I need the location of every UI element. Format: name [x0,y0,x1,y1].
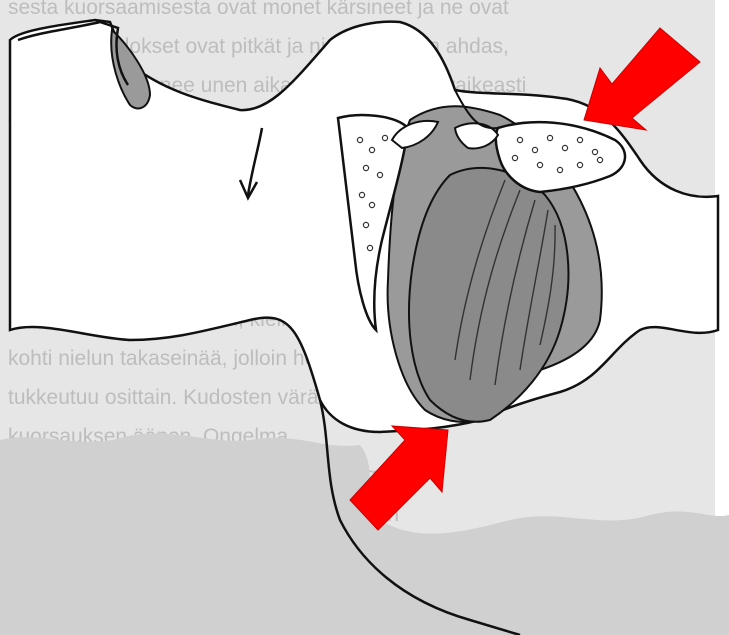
background-text-line: sesta kuorsaamisesta ovat monet kärsinee… [8,0,509,19]
